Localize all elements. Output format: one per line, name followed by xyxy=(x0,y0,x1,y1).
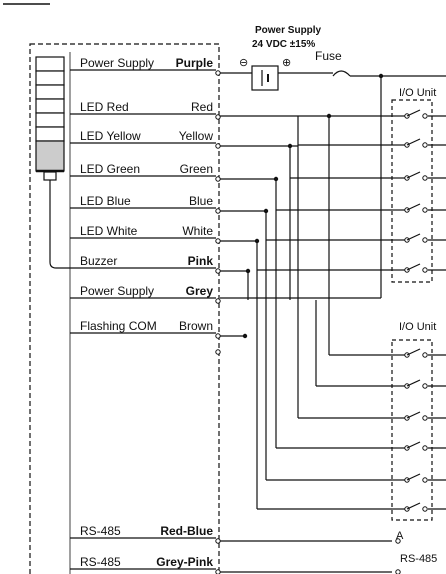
wire-color-label: Blue xyxy=(189,194,213,208)
contact-ring xyxy=(422,237,428,243)
wire-color-label: White xyxy=(182,224,213,238)
contact-arm xyxy=(406,379,421,387)
power-supply-title: Power Supply xyxy=(255,25,322,36)
wire-function-label: LED Blue xyxy=(80,194,131,208)
terminal-ring xyxy=(215,268,221,274)
junction-dot xyxy=(245,268,251,274)
terminal-ring xyxy=(215,538,221,544)
terminal-ring xyxy=(215,208,221,214)
junction-dot xyxy=(273,176,279,182)
contact-arm xyxy=(406,502,421,510)
wire-color-label: Purple xyxy=(176,56,214,70)
wire-color-label: Yellow xyxy=(179,129,214,143)
minus-symbol: ⊖ xyxy=(239,57,248,69)
battery-symbol xyxy=(251,65,279,91)
terminal-ring xyxy=(215,238,221,244)
rs485-function-label: RS-485 xyxy=(80,524,121,538)
terminal-ring xyxy=(215,333,221,339)
rs485-color-label: Grey-Pink xyxy=(156,555,213,569)
cable-boundary xyxy=(29,43,220,574)
contact-ring xyxy=(422,267,428,273)
contact-ring xyxy=(422,142,428,148)
contact-arm xyxy=(406,233,421,241)
terminal-ring xyxy=(215,349,221,355)
junction-dot xyxy=(263,208,269,214)
contact-arm xyxy=(406,473,421,481)
static-layer xyxy=(3,3,433,574)
terminal-ring xyxy=(215,70,221,76)
contact-arm xyxy=(406,109,421,117)
junction-dot xyxy=(287,143,293,149)
io-unit-2-label: I/O Unit xyxy=(399,321,436,333)
wire-function-label: LED Green xyxy=(80,162,140,176)
wire-function-label: Flashing COM xyxy=(80,319,157,333)
junction-dot xyxy=(242,333,248,339)
wire-color-label: Brown xyxy=(179,319,213,333)
wire-color-label: Grey xyxy=(186,284,214,298)
contact-ring xyxy=(422,445,428,451)
contact-arm xyxy=(406,171,421,179)
contact-arm xyxy=(406,203,421,211)
wire-color-label: Pink xyxy=(188,254,214,268)
contact-ring xyxy=(422,477,428,483)
power-supply-spec: 24 VDC ±15% xyxy=(252,39,315,50)
terminal-ring xyxy=(395,538,401,544)
terminal-ring xyxy=(215,143,221,149)
contact-ring xyxy=(422,113,428,119)
fuse-label: Fuse xyxy=(315,49,342,63)
wiring-layer xyxy=(70,69,446,574)
wire-color-label: Red xyxy=(191,100,213,114)
signal-tower-lamp xyxy=(35,56,65,181)
wire-function-label: Power Supply xyxy=(80,284,154,298)
contact-ring xyxy=(422,415,428,421)
wire-function-label: Buzzer xyxy=(80,254,117,268)
junction-dot xyxy=(254,238,260,244)
contact-ring xyxy=(422,175,428,181)
contact-arm xyxy=(406,441,421,449)
contact-arm xyxy=(406,348,421,356)
wire-function-label: LED Red xyxy=(80,100,129,114)
contact-ring xyxy=(422,207,428,213)
terminal-ring xyxy=(215,114,221,120)
wire-function-label: Power Supply xyxy=(80,56,154,70)
io-unit-2-box xyxy=(391,339,433,521)
terminal-ring xyxy=(215,176,221,182)
lamp-cable xyxy=(49,180,70,269)
terminal-ring xyxy=(395,569,401,574)
io-unit-1-label: I/O Unit xyxy=(399,87,436,99)
contact-arm xyxy=(406,138,421,146)
rs485-terminal-label: RS-485 xyxy=(400,553,437,565)
fuse-symbol xyxy=(332,70,351,77)
plus-symbol: ⊕ xyxy=(282,57,291,69)
contact-ring xyxy=(422,506,428,512)
terminal-ring xyxy=(215,569,221,574)
contact-arm xyxy=(406,263,421,271)
wire-function-label: LED White xyxy=(80,224,138,238)
wire-color-label: Green xyxy=(180,162,213,176)
rs485-terminal-a: A xyxy=(396,530,404,542)
terminal-ring xyxy=(215,298,221,304)
contact-ring xyxy=(422,383,428,389)
rs485-color-label: Red-Blue xyxy=(160,524,213,538)
contact-ring xyxy=(422,352,428,358)
wire-function-label: LED Yellow xyxy=(80,129,141,143)
contact-arm xyxy=(406,411,421,419)
rs485-function-label: RS-485 xyxy=(80,555,121,569)
io-unit-1-box xyxy=(391,99,433,283)
